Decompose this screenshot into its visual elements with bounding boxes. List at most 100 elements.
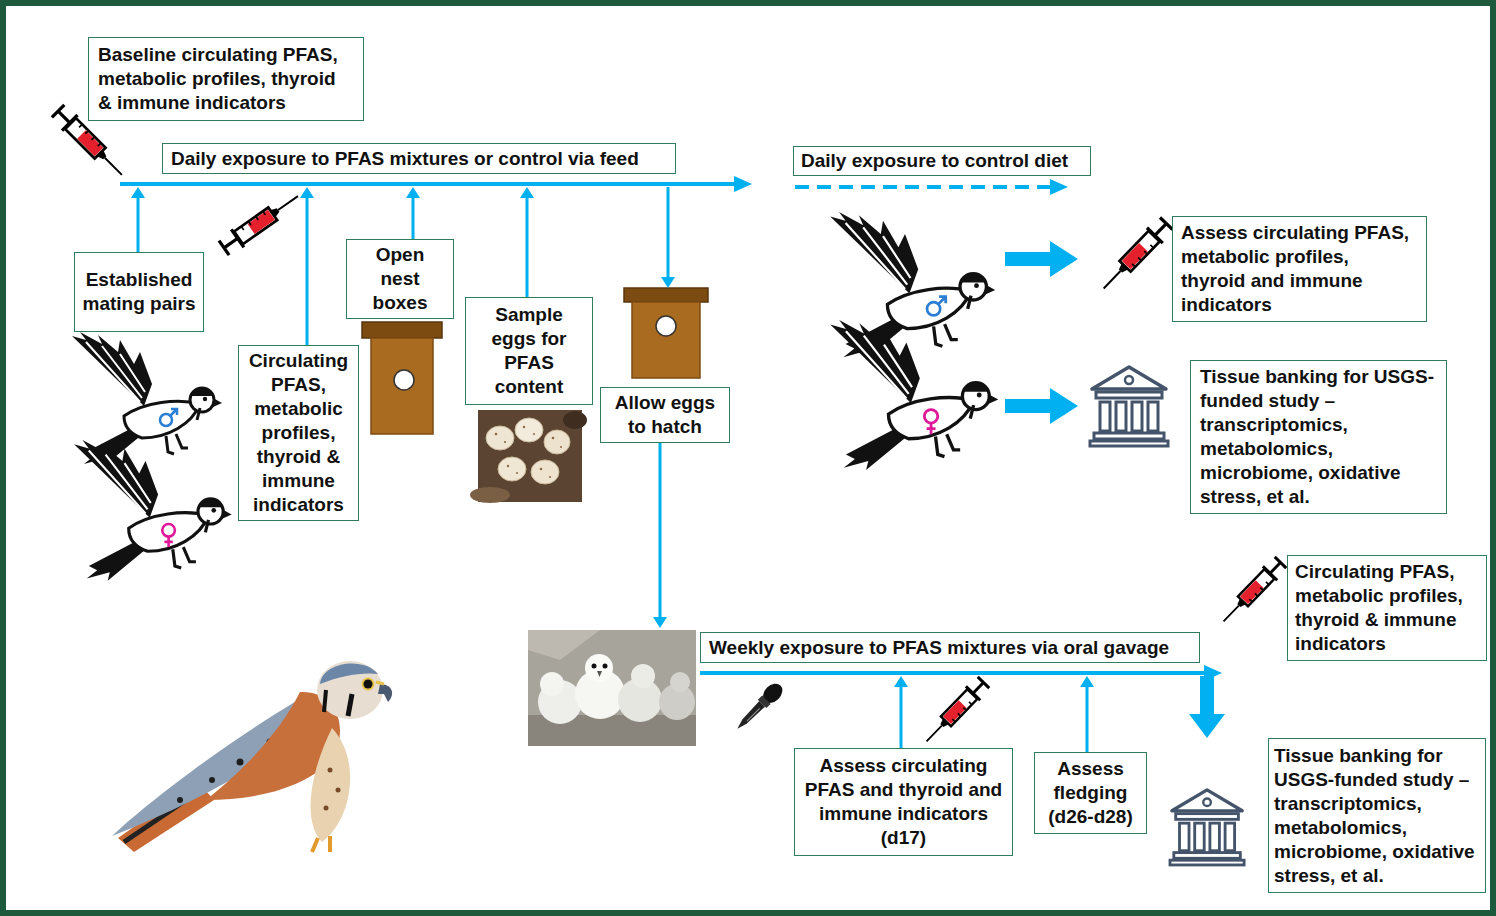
flow-arrow	[520, 187, 534, 297]
egg-photo	[495, 433, 498, 436]
kestrel-pair	[927, 297, 946, 316]
box-text: Weekly exposure to PFAS mixtures via ora…	[709, 636, 1191, 660]
kestrel-photo	[324, 806, 329, 811]
syringe-icon	[919, 676, 990, 749]
arrow-line	[526, 197, 529, 297]
egg-photo	[523, 426, 525, 428]
illustration	[1170, 790, 1244, 865]
chick-photo	[670, 672, 690, 692]
box-text: Tissue banking for USGS-funded study – t…	[1200, 365, 1437, 509]
box-text: Open nest boxes	[359, 243, 441, 315]
box-text: Baseline circulating PFAS, metabolic pro…	[98, 43, 354, 115]
block-arrow	[1005, 241, 1078, 277]
dropper-icon	[735, 701, 765, 731]
egg-photo	[507, 465, 509, 467]
flow-arrow	[661, 187, 675, 288]
arrow-head	[520, 187, 534, 198]
label-box: Allow eggs to hatch	[600, 387, 730, 443]
egg-photo	[498, 457, 526, 481]
kestrel-pair	[74, 440, 232, 581]
chick-photo	[528, 630, 696, 746]
process-box: Circulating PFAS, metabolic profiles, th…	[1287, 555, 1487, 661]
label-box: Daily exposure to PFAS mixtures or contr…	[162, 143, 676, 174]
kestrel-photo	[376, 682, 384, 684]
timeline-arrow	[734, 176, 752, 192]
chick-photo	[603, 664, 608, 669]
egg-photo	[533, 433, 535, 435]
egg-photo	[540, 468, 543, 471]
process-box: Assess fledging (d26-d28)	[1034, 752, 1147, 834]
egg-photo	[531, 460, 559, 484]
flow-arrow	[300, 187, 314, 345]
timeline-arrow	[120, 176, 752, 192]
kestrel-photo	[324, 690, 326, 712]
chick-photo	[592, 664, 597, 669]
kestrel-photo	[177, 797, 183, 803]
kestrel-pair	[830, 320, 998, 470]
timeline-node: Tissue banking for USGS-funded study – t…	[1160, 738, 1486, 893]
process-box: Tissue banking for USGS-funded study – t…	[1190, 360, 1447, 514]
dashed-timeline-arrow	[795, 179, 1068, 195]
box-text: Circulating PFAS, metabolic profiles, th…	[242, 349, 355, 517]
timeline-node: Allow eggs to hatch	[600, 288, 730, 443]
kestrel-photo	[348, 694, 352, 716]
kestrel-pair	[72, 332, 222, 466]
kestrel-pair	[74, 440, 232, 581]
label-box: Weekly exposure to PFAS mixtures via ora…	[700, 632, 1200, 663]
page-frame	[3, 3, 1493, 913]
egg-photo	[544, 430, 570, 454]
kestrel-photo	[324, 768, 341, 811]
timeline-arrow	[700, 671, 1206, 675]
timeline-arrow	[700, 665, 1222, 681]
arrow-line	[306, 197, 309, 345]
kestrel-photo	[336, 788, 341, 793]
box-text: Sample eggs for PFAS content	[480, 303, 578, 399]
chick-photo	[631, 664, 655, 688]
kestrel-photo	[362, 678, 375, 691]
nest-box	[632, 302, 700, 378]
arrow-head	[894, 676, 908, 687]
arrow-head	[1189, 714, 1225, 738]
arrow-head	[653, 617, 667, 628]
box-text: Assess circulating PFAS and thyroid and …	[801, 754, 1006, 850]
egg-photo	[504, 441, 506, 443]
kestrel-photo	[209, 777, 215, 783]
box-text: Tissue banking for USGS-funded study – t…	[1274, 744, 1480, 888]
chick-photo	[597, 671, 602, 677]
process-box: Assess circulating PFAS, metabolic profi…	[1172, 216, 1427, 322]
dropper-icon	[732, 680, 786, 734]
process-box: Assess circulating PFAS and thyroid and …	[794, 748, 1013, 856]
kestrel-photo	[328, 768, 333, 773]
arrow-head	[661, 277, 675, 288]
process-box: Open nest boxes	[346, 239, 454, 319]
egg-photo	[515, 418, 543, 442]
arrow-line	[1086, 686, 1089, 752]
flow-arrow	[1189, 676, 1225, 738]
nest-box	[371, 338, 433, 434]
kestrel-photo	[378, 684, 392, 702]
arrow-line	[659, 443, 662, 618]
nest-box	[656, 316, 676, 336]
flow-arrow	[406, 187, 420, 239]
chick-photo	[528, 630, 600, 660]
arrow-line	[1200, 676, 1214, 715]
box-text: Daily exposure to control diet	[801, 149, 1083, 173]
nest-box	[362, 322, 442, 434]
flow-arrow	[131, 187, 145, 252]
egg-photo	[549, 476, 551, 478]
kestrel-photo	[237, 759, 244, 766]
process-box: Circulating PFAS, metabolic profiles, th…	[238, 345, 359, 521]
egg-photo	[560, 446, 562, 448]
egg-photo	[470, 410, 587, 503]
kestrel-pair	[72, 332, 222, 466]
egg-photo	[486, 426, 514, 450]
kestrel-photo	[317, 661, 383, 719]
label-box: Tissue banking for USGS-funded study – t…	[1268, 738, 1486, 893]
arrow-head	[406, 187, 420, 198]
block-arrow	[1005, 388, 1078, 424]
chick-photo	[585, 654, 613, 682]
kestrel-photo	[312, 836, 330, 852]
box-text: Allow eggs to hatch	[607, 391, 723, 439]
